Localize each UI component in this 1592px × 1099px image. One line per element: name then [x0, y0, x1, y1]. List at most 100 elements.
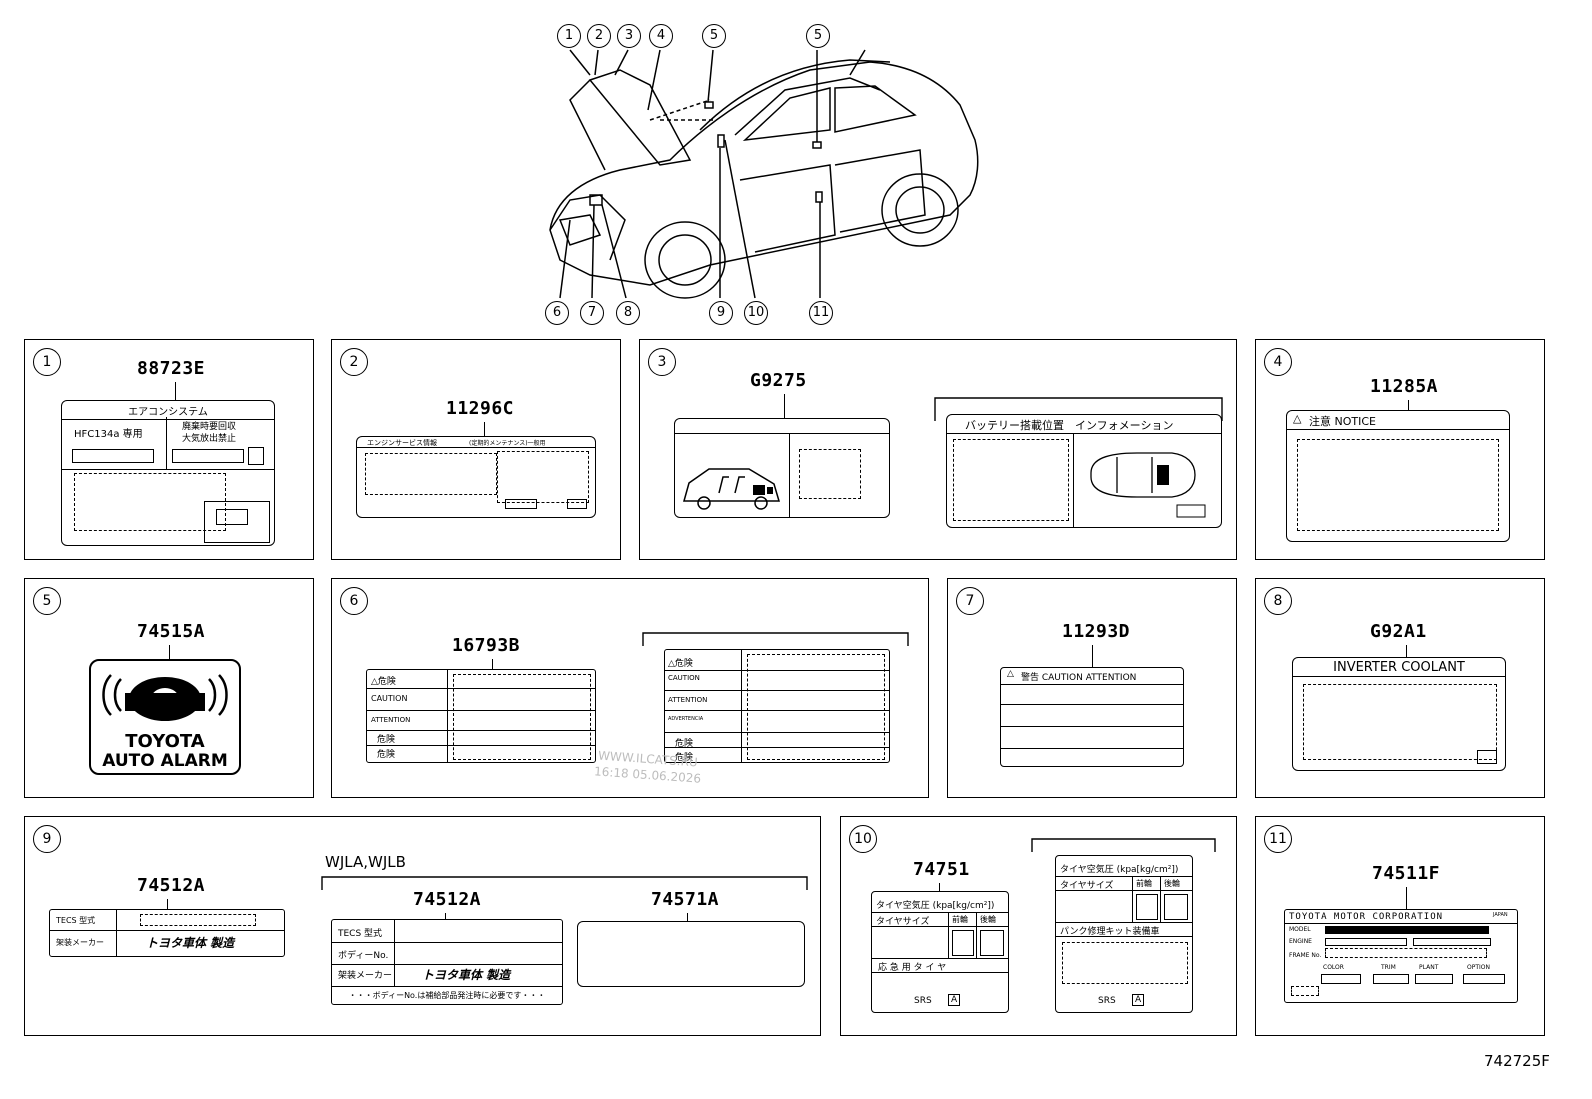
label-text: JAPAN [1493, 912, 1508, 918]
label-text: ENGINE [1289, 938, 1312, 945]
label-text: 後輪 [980, 915, 996, 924]
callout-8: 8 [616, 301, 640, 325]
part-number: 74515A [137, 621, 206, 642]
callout-3: 3 [617, 24, 641, 48]
part-number: 88723E [137, 358, 206, 379]
callout-5a: 5 [702, 24, 726, 48]
label-text: A [948, 994, 961, 1006]
part-number: 74571A [651, 889, 720, 910]
callout-1: 1 [557, 24, 581, 48]
label-title: エアコンシステム [62, 403, 274, 420]
label-text: A [1132, 994, 1145, 1006]
callout-5b: 5 [806, 24, 830, 48]
label-text: 危険 [377, 750, 396, 760]
panel-11: 11 74511F TOYOTA MOTOR CORPORATION JAPAN… [1255, 816, 1545, 1036]
panel-number: 1 [33, 348, 61, 376]
panel-7: 7 11293D △ 警告 CAUTION ATTENTION [947, 578, 1237, 798]
callout-6: 6 [545, 301, 569, 325]
panel-2: 2 11296C エンジンサービス情報 (定期的メンテナンス)一般用 [331, 339, 621, 560]
label-subtitle: (定期的メンテナンス)一般用 [469, 440, 546, 447]
label-text: SRS [914, 996, 932, 1006]
label-text: PLANT [1419, 964, 1439, 971]
label-16793B-alt: △危険 CAUTION ATTENTION ADVERTENCIA 危険 危険 [664, 649, 890, 763]
label-text: ボディーNo. [338, 951, 389, 961]
panel-3: 3 G9275 バッテリー搭載位置 インフォメーション [639, 339, 1237, 560]
label-74512A: TECS 型式 ボディーNo. 架装メーカー トヨタ車体 製造 ・・・ボディーN… [331, 919, 563, 1005]
label-text: 危険 [675, 739, 694, 749]
label-text: OPTION [1467, 964, 1490, 971]
label-text: トヨタ車体 製造 [146, 936, 235, 950]
label-title: タイヤ空気圧 (kpa[kg/cm²]) [1060, 865, 1179, 875]
label-text: 危険 [377, 735, 396, 745]
warning-icon: △ [1293, 412, 1302, 425]
label-text: CAUTION [371, 694, 408, 703]
label-title: エンジンサービス情報 [367, 439, 437, 447]
panel-number: 10 [849, 825, 877, 853]
warning-icon: △ [1007, 669, 1014, 679]
label-74515A: TOYOTA AUTO ALARM [89, 659, 241, 775]
label-text: TRIM [1381, 964, 1396, 971]
label-G9275 [674, 418, 890, 518]
panel-6: 6 16793B △危険 CAUTION ATTENTION 危険 危険 △危険… [331, 578, 929, 798]
panel-4: 4 11285A △ 注意 NOTICE [1255, 339, 1545, 560]
label-text: △危険 [371, 677, 396, 687]
label-text: パンク修理キット装備車 [1060, 927, 1160, 937]
label-text: タイヤサイズ [876, 917, 930, 927]
part-number: 11296C [446, 398, 515, 419]
callout-10: 10 [744, 301, 768, 325]
label-text: ・・・ボディーNo.は補給部品発注時に必要です・・・ [348, 991, 546, 1000]
label-title: バッテリー搭載位置 インフォメーション [965, 419, 1174, 432]
label-battery-info: バッテリー搭載位置 インフォメーション [946, 414, 1222, 528]
label-title: タイヤ空気圧 (kpa[kg/cm²]) [876, 901, 995, 911]
label-text: 前輪 [952, 915, 968, 924]
label-text: HFC134a 専用 [74, 429, 143, 440]
label-text: タイヤサイズ [1060, 881, 1114, 891]
label-text: 危険 [675, 753, 694, 763]
callout-11: 11 [809, 301, 833, 325]
part-number: G92A1 [1370, 621, 1427, 642]
car-top-icon [1090, 452, 1206, 518]
label-text: 後輪 [1164, 879, 1180, 888]
label-16793B: △危険 CAUTION ATTENTION 危険 危険 [366, 669, 596, 763]
panel-9: 9 74512A TECS 型式 架装メーカー トヨタ車体 製造 WJLA,WJ… [24, 816, 821, 1036]
part-number: 11285A [1370, 376, 1439, 397]
label-text: 廃棄時要回収 [182, 422, 237, 432]
callout-4: 4 [649, 24, 673, 48]
label-text: MODEL [1289, 926, 1311, 933]
panel-1: 1 88723E エアコンシステム HFC134a 専用 廃棄時要回収 大気放出… [24, 339, 314, 560]
label-text: 架装メーカー [338, 971, 393, 981]
label-text: TECS 型式 [56, 916, 96, 925]
label-text: TOYOTA [125, 731, 205, 752]
label-text: △危険 [668, 659, 693, 669]
part-number: 74512A [413, 889, 482, 910]
panel-number: 6 [340, 587, 368, 615]
label-text: ADVERTENCIA [668, 716, 704, 722]
callout-9: 9 [709, 301, 733, 325]
label-text: 架装メーカー [56, 938, 104, 947]
part-number: G9275 [750, 370, 807, 391]
panel-number: 4 [1264, 348, 1292, 376]
label-text: SRS [1098, 996, 1116, 1006]
car-illustration [549, 49, 979, 299]
variant-label: WJLA,WJLB [325, 853, 406, 871]
label-74751-alt: タイヤ空気圧 (kpa[kg/cm²]) タイヤサイズ 前輪 後輪 パンク修理キ… [1055, 855, 1193, 1013]
part-number: 16793B [452, 635, 521, 656]
label-74512A-small: TECS 型式 架装メーカー トヨタ車体 製造 [49, 909, 285, 957]
callout-7: 7 [580, 301, 604, 325]
panel-number: 2 [340, 348, 368, 376]
label-74511F: TOYOTA MOTOR CORPORATION JAPAN MODEL ENG… [1284, 909, 1518, 1003]
panel-number: 7 [956, 587, 984, 615]
label-11293D: △ 警告 CAUTION ATTENTION [1000, 667, 1184, 767]
label-text: 前輪 [1136, 879, 1152, 888]
label-74571A [577, 921, 805, 987]
diagram-id: 742725F [1484, 1052, 1550, 1070]
panel-5: 5 74515A TOYOTA AUTO ALARM [24, 578, 314, 798]
panel-number: 9 [33, 825, 61, 853]
car-seat-icon [683, 468, 781, 510]
label-text: ATTENTION [668, 696, 708, 704]
label-text: 応 急 用 タ イ ヤ [878, 963, 947, 973]
panel-number: 8 [1264, 587, 1292, 615]
label-11285A: △ 注意 NOTICE [1286, 410, 1510, 542]
label-text: COLOR [1323, 964, 1344, 971]
